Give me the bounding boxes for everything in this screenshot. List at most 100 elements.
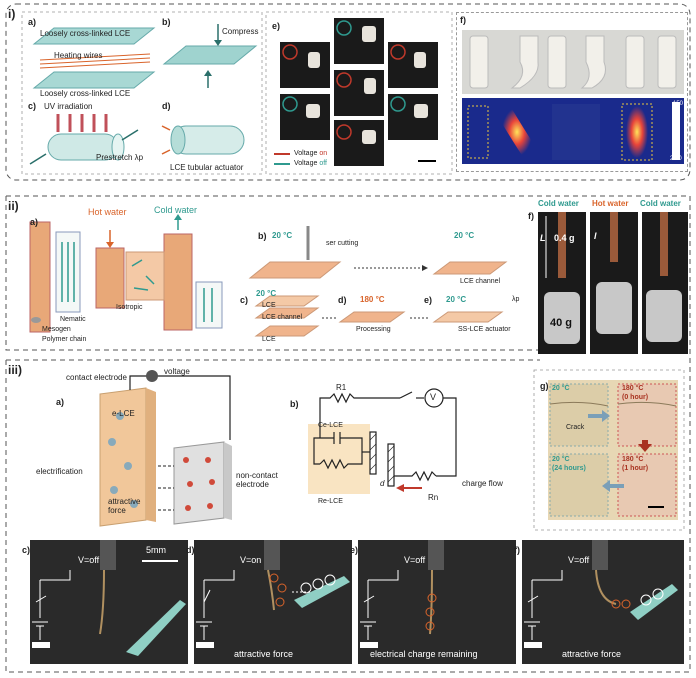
r1-label: R1 (336, 383, 347, 392)
g-t3a: 180 °C (622, 456, 644, 463)
g-t3b: (1 hour) (622, 465, 649, 472)
g-t2a: 20 °C (552, 456, 570, 463)
panel-i-e-letter: e) (272, 21, 281, 31)
section-iii-label: iii) (8, 363, 22, 377)
photo-c-scale: 5mm (146, 545, 166, 555)
r-elce-label: Re-LCE (318, 498, 343, 505)
panel-i-schematic (29, 24, 258, 165)
photo-d (194, 540, 352, 664)
tube-photo-1 (280, 42, 330, 88)
tube-photo-4 (280, 94, 330, 140)
panel-ii-process (248, 226, 508, 337)
processing-label: Processing (356, 326, 391, 333)
legend-lines (274, 153, 290, 165)
length-l: l (594, 231, 597, 241)
panel-ii-b-letter: b) (258, 231, 267, 241)
hot-water-label: Hot water (88, 207, 127, 217)
panel-ii-f-letter: f) (528, 211, 534, 221)
cutting-label: ser cutting (326, 240, 359, 247)
f-cold2: Cold water (640, 199, 681, 208)
f-hot: Hot water (592, 199, 629, 208)
panel-i-d-letter: d) (162, 101, 171, 111)
tube-photo-2 (334, 18, 384, 64)
temp-b1: 20 °C (272, 231, 293, 240)
bending-photos (462, 30, 684, 94)
thermal-scale-high: 150 (673, 101, 684, 107)
legend-voltage-off: Voltage off (294, 160, 327, 167)
photo-e-letter: e) (350, 545, 359, 555)
photo-e-caption: electrical charge remaining (370, 649, 478, 659)
photo-c-letter: c) (22, 545, 31, 555)
legend-voltage-on: Voltage on (294, 150, 328, 157)
lce-channel-c: LCE channel (262, 314, 303, 321)
tube-photo-6 (388, 94, 438, 140)
g-t2b: (24 hours) (552, 465, 586, 472)
lce-bot: LCE (262, 336, 276, 343)
crack-label: Crack (566, 424, 585, 431)
panel-ii-c-letter: c) (240, 295, 249, 305)
healing-photos (548, 380, 678, 520)
weight-overlays (544, 212, 682, 344)
photo-c-state: V=off (78, 555, 100, 565)
thermal-images (462, 98, 684, 164)
panel-i-f-letter: f) (460, 15, 466, 25)
contact-electrode-1: contact electrode (66, 373, 127, 382)
actuator-label: LCE tubular actuator (170, 163, 244, 172)
photo-e (358, 540, 516, 664)
tube-photo-7 (334, 120, 384, 166)
photo-f-letter: f) (514, 545, 520, 555)
section-ii-label: ii) (8, 199, 19, 213)
temp-d: 180 °C (360, 295, 385, 304)
panel-i-b-letter: b) (162, 17, 171, 27)
photo-e-state: V=off (404, 555, 426, 565)
heating-wires-label: Heating wires (54, 51, 103, 60)
rn-label: Rn (428, 493, 439, 502)
layer-top-label: Loosely cross-linked LCE (40, 29, 131, 38)
panel-ii-a-letter: a) (30, 217, 39, 227)
tube-overlays (282, 20, 428, 144)
isotropic-label: Isotropic (116, 304, 143, 311)
mesogen-label: Mesogen (42, 326, 71, 333)
g-t1c: (0 hour) (622, 394, 649, 401)
voltage-label: voltage (164, 367, 190, 376)
photo-d-letter: d) (186, 545, 195, 555)
temp-c: 20 °C (256, 289, 277, 298)
lce-top: LCE (262, 302, 276, 309)
polymer-chain-label: Polymer chain (42, 336, 87, 343)
delta-label: 0.4 g (554, 233, 575, 243)
d-label: d (380, 479, 385, 488)
panel-ii-a-schematic (29, 214, 223, 333)
g-t1b: 180 °C (622, 385, 644, 392)
scale-bar (418, 160, 436, 162)
thermal-scale-low: 20.0 (670, 156, 682, 162)
prestretch-label: Prestretch λp (96, 153, 144, 162)
compress-label: Compress (222, 27, 259, 36)
photo-c (30, 540, 188, 664)
temp-b2: 20 °C (454, 231, 475, 240)
panel-ii-e-letter: e) (424, 295, 433, 305)
lambda-label: λp (512, 296, 520, 303)
ss-actuator-label: SS-LCE actuator (458, 326, 511, 333)
lce-channel-label: LCE channel (460, 278, 501, 285)
elce-label: e-LCE (112, 409, 135, 418)
g-t1a: 20 °C (552, 385, 570, 392)
weight-label: 40 g (550, 317, 573, 329)
length-L: L (540, 233, 546, 243)
nematic-label: Nematic (60, 316, 86, 323)
uv-label: UV irradiation (44, 102, 93, 111)
circuit-diagram (308, 388, 457, 494)
panel-g-letter: g) (540, 381, 549, 391)
panel-iii-b-letter: b) (290, 399, 299, 409)
panel-iii-a-letter: a) (56, 397, 65, 407)
tube-photo-3 (388, 42, 438, 88)
panel-i-f-frame (456, 12, 688, 172)
noncontact-label: non-contact electrode (236, 471, 278, 489)
panel-i-a-letter: a) (28, 17, 37, 27)
v-label: V (430, 392, 437, 402)
layer-bottom-label: Loosely cross-linked LCE (40, 89, 131, 98)
charge-flow-label: charge flow (462, 479, 503, 488)
f-cold1: Cold water (538, 199, 579, 208)
photo-f-state: V=off (568, 555, 590, 565)
tube-photo-5 (334, 70, 384, 116)
